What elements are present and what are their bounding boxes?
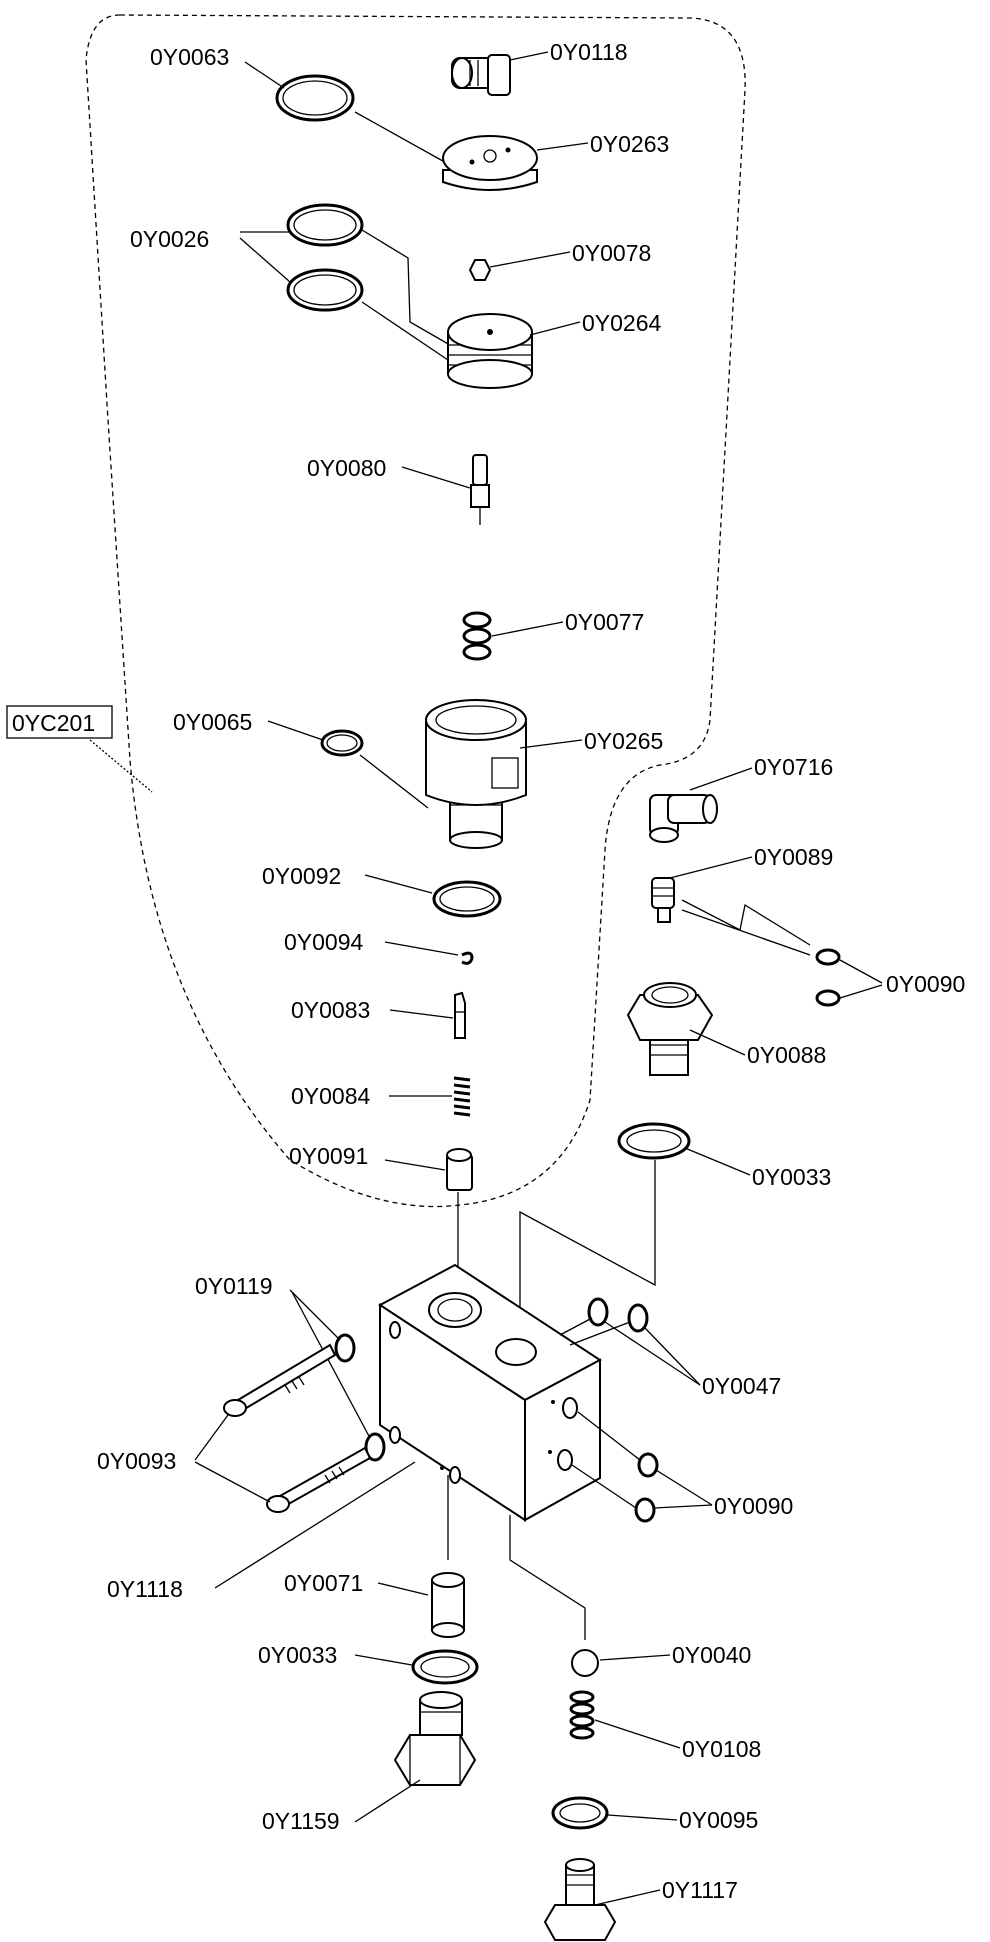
spring-0Y0108-part <box>569 1690 595 1740</box>
sleeve-0Y0071-part <box>431 1572 465 1638</box>
label-0Y0080: 0Y0080 <box>307 455 386 481</box>
label-0Y0263: 0Y0263 <box>590 131 669 157</box>
piston-0Y0264-part <box>447 313 533 389</box>
oring-0Y0065-part <box>320 729 364 757</box>
plunger-0Y0083-part <box>454 991 466 1039</box>
label-0Y0033-upper: 0Y0033 <box>752 1164 831 1190</box>
label-0Y0264: 0Y0264 <box>582 310 662 336</box>
label-0Y0119: 0Y0119 <box>195 1273 273 1299</box>
label-0Y0026: 0Y0026 <box>130 226 209 252</box>
oring-0Y0090-part <box>815 948 841 1007</box>
elbow-fitting-0Y0118-part <box>451 54 511 96</box>
assembly-label-box <box>6 705 113 739</box>
label-0Y0092: 0Y0092 <box>262 863 341 889</box>
label-0Y0093: 0Y0093 <box>97 1448 176 1474</box>
label-0Y0040: 0Y0040 <box>672 1642 751 1668</box>
plug-0Y1117-part <box>543 1858 617 1941</box>
valve-housing-0Y0265-part <box>425 699 527 849</box>
ball-0Y0040-part <box>571 1649 599 1677</box>
label-0Y0716: 0Y0716 <box>754 754 833 780</box>
label-0Y0090-upper: 0Y0090 <box>886 971 965 997</box>
plug-0Y1159-part <box>393 1691 477 1786</box>
pin-0Y0080-part <box>470 454 490 525</box>
label-0Y0071: 0Y0071 <box>284 1570 363 1596</box>
label-0Y0033-lower: 0Y0033 <box>258 1642 337 1668</box>
label-0Y0089: 0Y0089 <box>754 844 833 870</box>
label-0Y0084: 0Y0084 <box>291 1083 371 1109</box>
label-0Y1117: 0Y1117 <box>662 1877 738 1903</box>
oring-0Y0026-part <box>286 203 364 312</box>
label-0Y0047: 0Y0047 <box>702 1373 781 1399</box>
label-0Y0065: 0Y0065 <box>173 709 252 735</box>
label-0Y0078: 0Y0078 <box>572 240 651 266</box>
bolt-0Y0093-part <box>223 1343 372 1513</box>
washer-0Y0095-part <box>551 1796 609 1830</box>
fitting-0Y0089-part <box>651 877 675 923</box>
clip-0Y0094-part <box>461 951 474 965</box>
label-0Y0118: 0Y0118 <box>550 39 628 65</box>
assembly-boundary <box>85 14 746 1208</box>
ring-0Y0092-part <box>432 880 502 918</box>
label-0Y0091: 0Y0091 <box>289 1143 368 1169</box>
sleeve-0Y0091-part <box>446 1148 473 1191</box>
washer-0Y0033-part <box>617 1122 691 1160</box>
label-0Y0094: 0Y0094 <box>284 929 364 955</box>
spring-0Y0084-part <box>453 1076 471 1117</box>
oring-0Y0047-part <box>587 1297 649 1333</box>
label-0Y0077: 0Y0077 <box>565 609 644 635</box>
assembly-label: 0YC201 <box>12 710 95 736</box>
label-0Y0083: 0Y0083 <box>291 997 370 1023</box>
label-0Y0265: 0Y0265 <box>584 728 663 754</box>
label-0Y0088: 0Y0088 <box>747 1042 826 1068</box>
label-0Y0108: 0Y0108 <box>682 1736 761 1762</box>
label-0Y1118: 0Y1118 <box>107 1576 183 1602</box>
cap-0Y0263-part <box>442 135 538 191</box>
washer-0Y0119-part <box>334 1333 386 1462</box>
elbow-fitting-0Y0716-part <box>649 794 718 843</box>
oring-0Y0063-part <box>275 74 355 122</box>
label-0Y1159: 0Y1159 <box>262 1808 340 1834</box>
oring-0Y0090-lower-part <box>634 1452 659 1523</box>
spring-0Y0077-part <box>462 611 492 661</box>
label-0Y0063: 0Y0063 <box>150 44 229 70</box>
label-0Y0090-lower: 0Y0090 <box>714 1493 793 1519</box>
nut-0Y0078-part <box>468 259 492 281</box>
washer-0Y0033-lower-part <box>411 1649 479 1685</box>
label-0Y0095: 0Y0095 <box>679 1807 758 1833</box>
manifold-block-0Y1118-part <box>378 1263 602 1522</box>
adapter-0Y0088-part <box>626 982 714 1076</box>
